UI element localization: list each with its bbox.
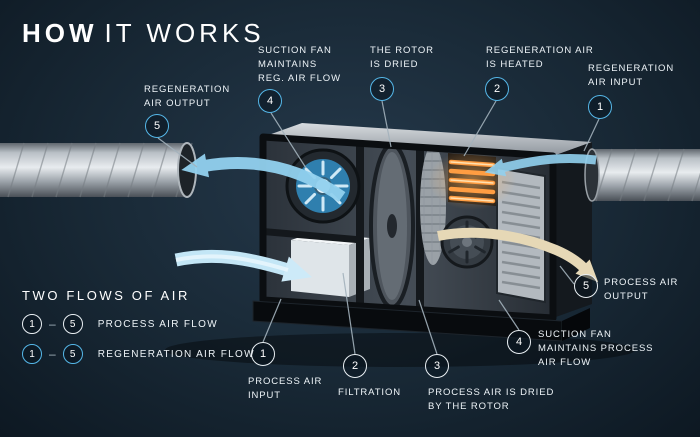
step-circle-regen-5: 5 — [145, 114, 169, 138]
step-circle-process-2: 2 — [343, 354, 367, 378]
title-words-it-works: IT WORKS — [104, 18, 265, 48]
rotor-wheel — [369, 143, 415, 309]
label-suction-fan-regen: SUCTION FAN MAINTAINS REG. AIR FLOW — [258, 45, 341, 84]
process-input-flow-highlight — [175, 254, 289, 272]
step-circle-process-4: 4 — [507, 330, 531, 354]
step-circle-regen-2: 2 — [485, 77, 509, 101]
dried-air-flow-arrow — [437, 227, 599, 283]
legend-circle-regen-start: 1 — [22, 344, 42, 364]
label-regen-air-heated: REGENERATION AIR IS HEATED — [486, 45, 594, 70]
label-rotor-is-dried: THE ROTOR IS DRIED — [370, 45, 434, 70]
legend-row-process-flow: 1 – 5 PROCESS AIR FLOW — [22, 314, 218, 334]
legend-dash: – — [49, 347, 56, 361]
legend-circle-process-start: 1 — [22, 314, 42, 334]
legend-row-regen-flow: 1 – 5 REGENERATION AIR FLOW — [22, 344, 255, 364]
cabinet-frame — [259, 133, 557, 322]
air-heater — [428, 150, 516, 210]
regen-input-flow-arrow — [484, 153, 597, 177]
legend-dash: – — [49, 317, 56, 331]
step-circle-process-5: 5 — [574, 274, 598, 298]
title-word-how: HOW — [22, 18, 98, 48]
regen-output-flow-arrow — [181, 153, 346, 202]
label-filtration: FILTRATION — [338, 387, 402, 398]
machine-base — [252, 300, 590, 342]
label-regeneration-air-output: REGENERATION AIR OUTPUT — [144, 84, 231, 109]
label-process-air-dried: PROCESS AIR IS DRIED BY THE ROTOR — [428, 387, 555, 412]
label-suction-fan-process: SUCTION FAN MAINTAINS PROCESS AIR FLOW — [538, 329, 654, 368]
duct-right — [586, 148, 700, 202]
leader-lines — [157, 100, 600, 355]
legend-title: TWO FLOWS OF AIR — [22, 288, 190, 303]
label-process-air-input: PROCESS AIR INPUT — [248, 376, 323, 401]
step-circle-regen-1: 1 — [588, 95, 612, 119]
step-circle-process-3: 3 — [425, 354, 449, 378]
machine-cabinet — [259, 123, 600, 322]
process-suction-fan — [440, 215, 494, 269]
step-circle-process-1: 1 — [251, 342, 275, 366]
duct-left — [0, 142, 197, 198]
step-circle-regen-3: 3 — [370, 77, 394, 101]
label-process-air-output: PROCESS AIR OUTPUT — [604, 277, 679, 302]
legend-circle-regen-end: 5 — [62, 344, 83, 364]
cabinet-top-face — [263, 123, 592, 156]
label-regen-air-input: REGENERATION AIR INPUT — [588, 63, 675, 88]
legend-label-regen-flow: REGENERATION AIR FLOW — [97, 348, 255, 360]
step-circle-regen-4: 4 — [258, 89, 282, 113]
legend-circle-process-end: 5 — [62, 314, 83, 334]
divider-left — [356, 143, 364, 309]
divider-beam — [263, 228, 356, 243]
legend-label-process-flow: PROCESS AIR FLOW — [97, 318, 218, 330]
